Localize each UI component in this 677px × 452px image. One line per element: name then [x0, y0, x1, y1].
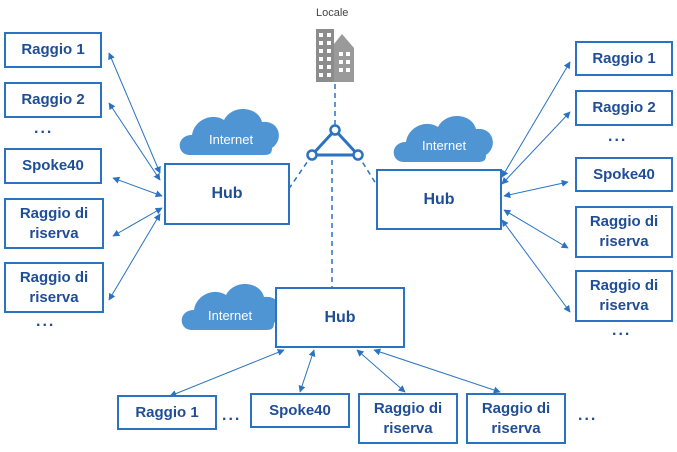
spoke-left-1: Raggio 1	[4, 32, 102, 68]
ellipsis-right-end: ...	[612, 322, 632, 339]
spoke-bottom-4: Raggio di riserva	[466, 393, 566, 444]
network-triangle-icon	[306, 124, 364, 161]
spoke-bottom-1: Raggio 1	[117, 395, 217, 430]
spoke-right-3: Spoke40	[575, 157, 673, 192]
dashed-links	[287, 84, 379, 287]
spoke-bottom-2: Spoke40	[250, 393, 350, 428]
spoke-left-3: Spoke40	[4, 148, 102, 184]
spoke-right-1: Raggio 1	[575, 41, 673, 76]
spoke-left-4: Raggio di riserva	[4, 198, 104, 249]
hub-bottom: Hub	[275, 287, 405, 348]
ellipsis-bottom: ...	[222, 407, 242, 424]
spoke-left-5: Raggio di riserva	[4, 262, 104, 313]
ellipsis-left-end: ...	[36, 313, 56, 330]
ellipsis-bottom-end: ...	[578, 407, 598, 424]
hub-left: Hub	[164, 163, 290, 225]
locale-label: Locale	[316, 7, 349, 19]
hub-right: Hub	[376, 169, 502, 230]
left-arrows	[108, 52, 163, 301]
cloud-icon	[179, 108, 279, 155]
spoke-right-4: Raggio di riserva	[575, 206, 673, 258]
spoke-right-2: Raggio 2	[575, 90, 673, 126]
bottom-arrows	[169, 348, 501, 397]
internet-label-right: Internet	[422, 138, 467, 153]
cloud-icon	[393, 115, 493, 162]
ellipsis-left: ...	[34, 120, 54, 137]
spoke-right-5: Raggio di riserva	[575, 270, 673, 322]
spoke-bottom-3: Raggio di riserva	[358, 393, 458, 444]
internet-label-bottom: Internet	[208, 308, 253, 323]
cloud-icon	[181, 283, 281, 330]
internet-label-left: Internet	[209, 132, 254, 147]
ellipsis-right: ...	[608, 128, 628, 145]
building-icon	[316, 29, 354, 82]
spoke-left-2: Raggio 2	[4, 82, 102, 118]
right-arrows	[501, 61, 571, 313]
